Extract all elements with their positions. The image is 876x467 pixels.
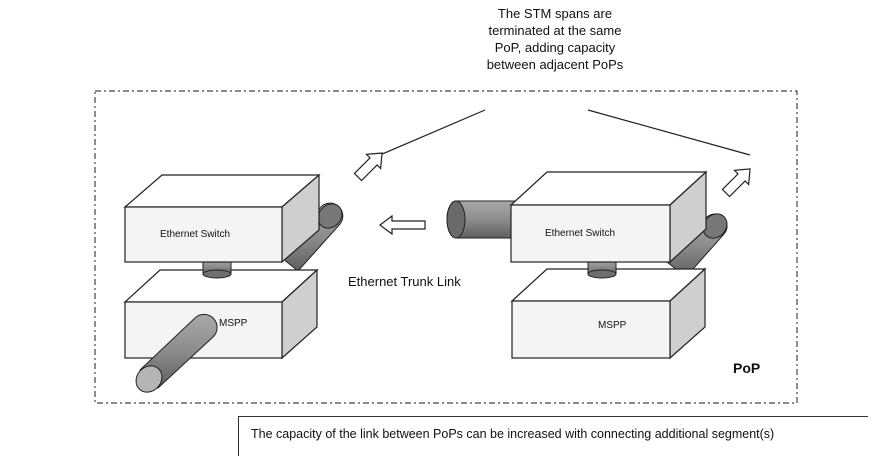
connector-right: [587, 259, 617, 279]
trunk-link-label: Ethernet Trunk Link: [348, 274, 461, 289]
callout-line: between adjacent PoPs: [486, 57, 624, 72]
stm-span-cylinder-right: [666, 213, 728, 278]
callout-line: PoP, adding capacity: [494, 40, 616, 55]
mspp-cylinder-left: [135, 313, 218, 393]
mspp-label-left: MSPP: [219, 318, 248, 329]
callout-text: The STM spans are terminated at the same…: [460, 5, 650, 73]
uplink-arrow-right-icon: [721, 168, 751, 198]
mspp-box-left: [123, 268, 319, 360]
callout-line: The STM spans are: [497, 6, 613, 21]
ethernet-switch-box-left: [123, 173, 321, 264]
switch-label-right: Ethernet Switch: [545, 228, 615, 239]
uplink-arrow-left-icon: [353, 152, 383, 182]
callout-pointer-right: [587, 109, 751, 156]
ethernet-switch-box-right: [509, 170, 708, 264]
direction-arrow-icon: [379, 214, 426, 236]
callout-line: terminated at the same: [488, 23, 622, 38]
pop-label: PoP: [733, 360, 760, 376]
connector-left: [202, 259, 232, 279]
callout-pointer-left: [379, 109, 486, 156]
caption-text: The capacity of the link between PoPs ca…: [251, 427, 775, 441]
ethernet-trunk-cylinder: [446, 200, 521, 239]
caption-box: The capacity of the link between PoPs ca…: [238, 416, 868, 456]
mspp-label-right: MSPP: [598, 320, 627, 331]
switch-label-left: Ethernet Switch: [160, 229, 230, 240]
pop-boundary: [94, 90, 798, 404]
mspp-box-right: [510, 267, 707, 360]
